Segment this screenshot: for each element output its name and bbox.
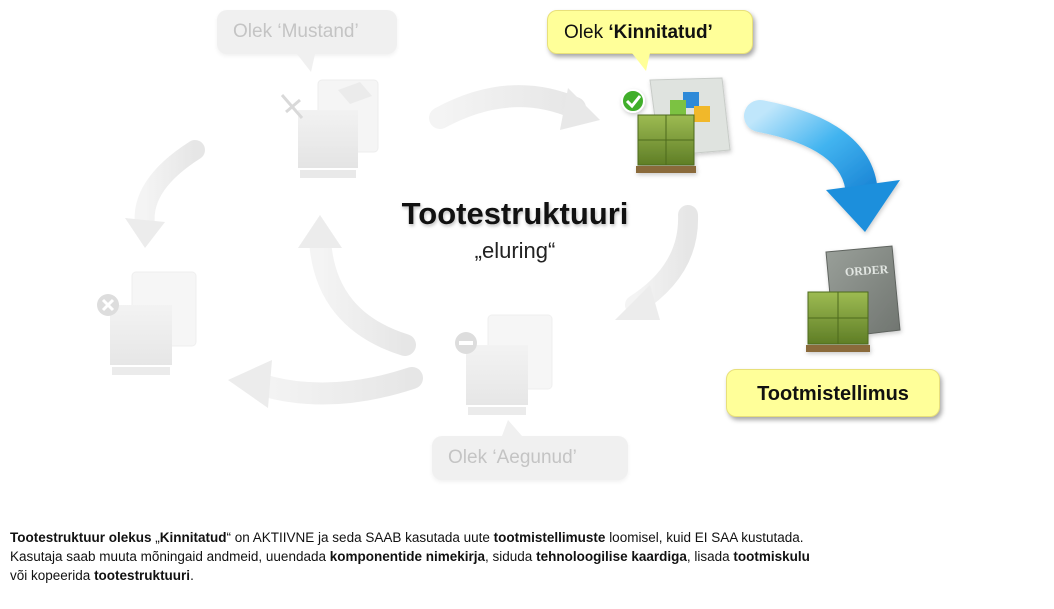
description-line-1: Tootestruktuur olekus „Kinnitatud“ on AK… — [10, 528, 1044, 547]
text-segment: „ — [155, 530, 160, 545]
text-segment: , lisada — [686, 549, 734, 564]
state-name: ‘Kinnitatud’ — [608, 22, 713, 43]
blue-arrow — [744, 100, 900, 232]
draft-state-icon — [280, 79, 379, 178]
state-callout-mustand: Olek ‘Mustand’ — [217, 10, 397, 72]
state-prefix: Olek — [233, 21, 278, 42]
text-segment: Kasutaja saab muuta mõningaid andmeid, u… — [10, 549, 330, 564]
state-name: ‘Aegunud’ — [492, 447, 577, 468]
state-callout-aegunud: Olek ‘Aegunud’ — [432, 420, 628, 480]
emphasis-text: tootestruktuuri — [94, 568, 191, 583]
callout-tail — [632, 53, 650, 71]
description-text: Tootestruktuur olekus „Kinnitatud“ on AK… — [10, 528, 1044, 585]
text-segment: “ on AKTIIVNE ja seda SAAB kasutada uute — [226, 530, 494, 545]
state-name: ‘Mustand’ — [277, 21, 359, 42]
emphasis-text: Tootestruktuur olekus — [10, 530, 156, 545]
production-order-callout: Tootmistellimus — [726, 369, 940, 417]
text-segment: või kopeerida — [10, 568, 95, 583]
emphasis-text: tootmiskulu — [733, 549, 810, 564]
obsolete-state-icon — [455, 314, 553, 415]
diagram-title: Tootestruktuuri — [401, 196, 629, 231]
cycle-arrow-inner — [298, 215, 416, 356]
production-order-icon: ORDER — [806, 245, 901, 352]
text-segment: . — [190, 568, 194, 583]
no-edit-icon — [280, 94, 304, 119]
description-line-3: või kopeerida tootestruktuuri. — [10, 566, 1044, 585]
diagram-canvas: ORDER — [97, 77, 901, 415]
approved-state-icon — [621, 77, 731, 173]
cycle-arrow-right — [615, 205, 699, 320]
diagram-subtitle: „eluring“ — [474, 238, 556, 263]
callout-tail — [502, 420, 522, 436]
deleted-state-icon — [97, 271, 197, 375]
emphasis-text: Kinnitatud — [159, 530, 227, 545]
text-segment: , siduda — [485, 549, 537, 564]
cycle-arrow-top — [429, 85, 600, 130]
emphasis-text: tootmistellimuste — [493, 530, 610, 545]
check-icon — [621, 89, 645, 113]
lifecycle-diagram: ORDER Olek ‘Mustand’ Olek ‘Kinnitatud’ O… — [97, 10, 940, 480]
text-segment: loomisel, kuid EI SAA kustutada. — [609, 530, 804, 545]
state-prefix: Olek — [564, 22, 609, 43]
cycle-arrow-bottom — [228, 360, 423, 408]
cycle-arrow-left — [125, 140, 205, 248]
state-prefix: Olek — [448, 447, 493, 468]
order-doc-label: ORDER — [844, 262, 889, 279]
minus-icon — [455, 332, 477, 354]
emphasis-text: komponentide nimekirja — [329, 549, 486, 564]
x-icon — [97, 294, 119, 316]
description-line-2: Kasutaja saab muuta mõningaid andmeid, u… — [10, 547, 1044, 566]
callout-tail — [297, 54, 315, 72]
emphasis-text: tehnoloogilise kaardiga — [536, 549, 687, 564]
state-callout-kinnitatud: Olek ‘Kinnitatud’ — [547, 10, 753, 71]
